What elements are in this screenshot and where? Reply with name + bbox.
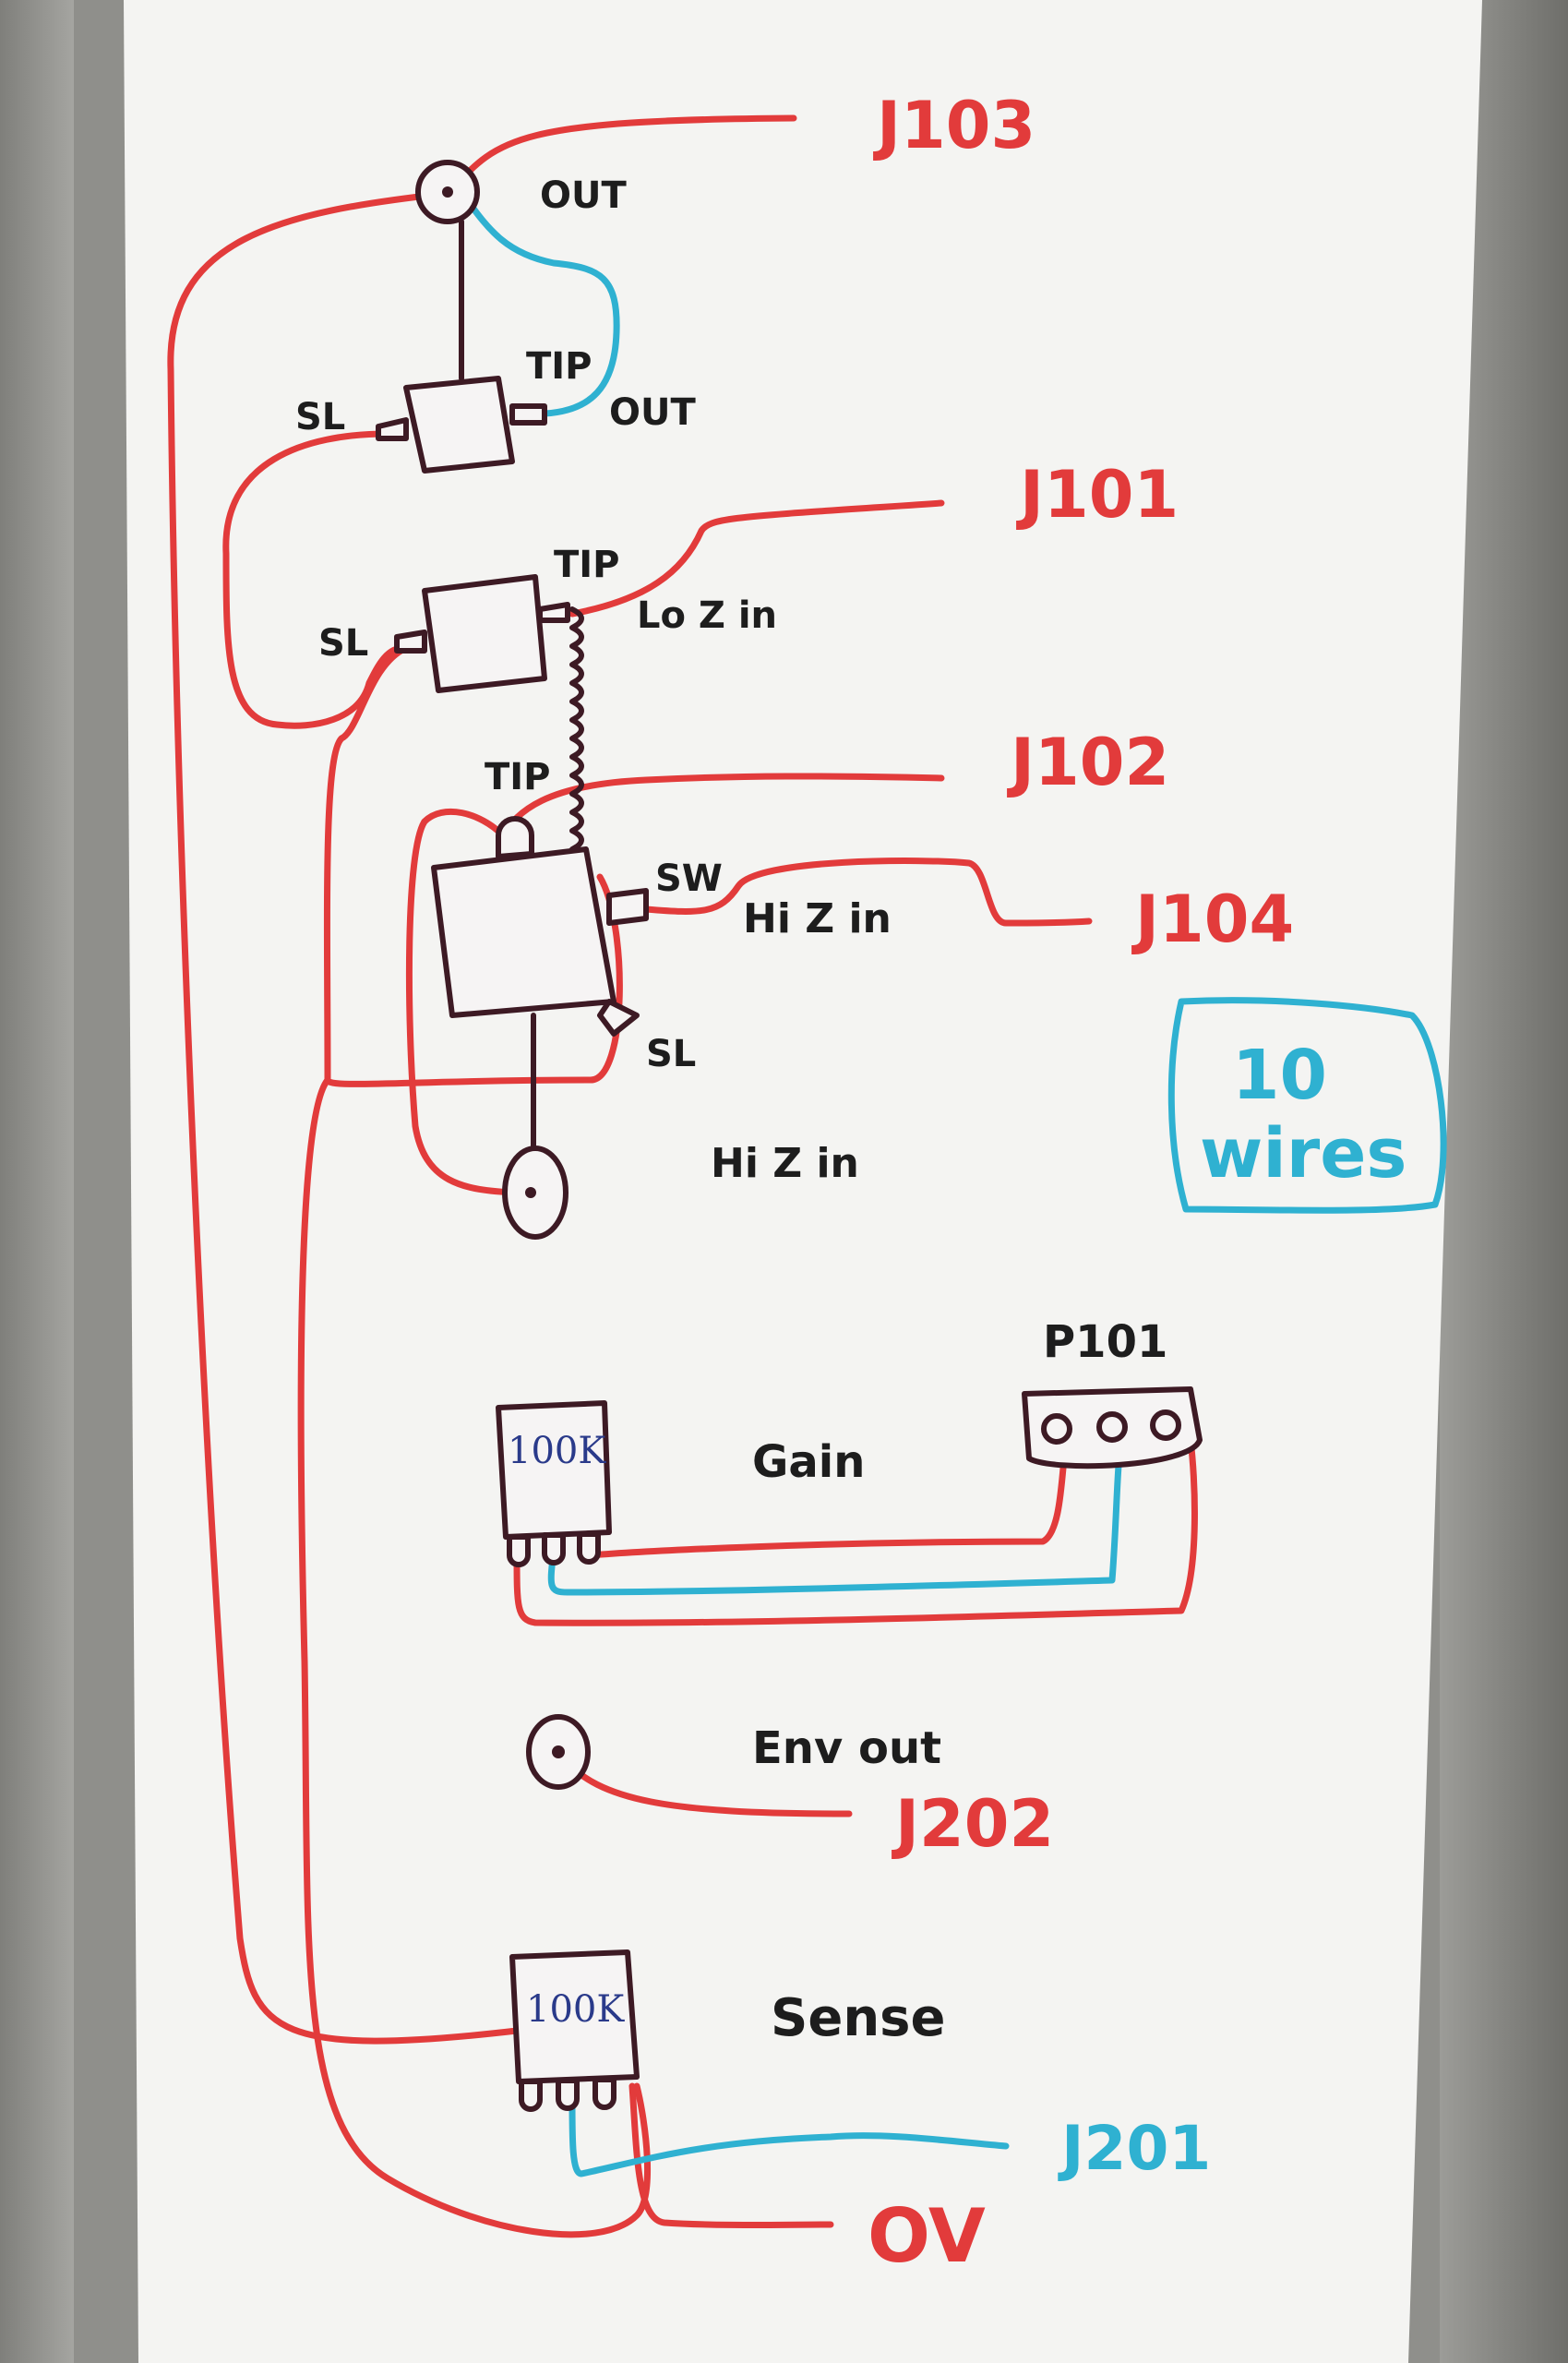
jack-1-body (403, 376, 515, 474)
label-tip-3: TIP (485, 756, 550, 798)
wire-ov (628, 2082, 834, 2228)
note-line-1: 10 (1232, 1036, 1327, 1115)
wire-sl1-loop (222, 430, 410, 729)
label-gain-value: 100K (508, 1430, 606, 1472)
label-sl-2: SL (318, 622, 368, 665)
label-hi-z-in-2: Hi Z in (711, 1140, 859, 1187)
wire-outer-loop (167, 190, 521, 2045)
wire-out-to-tip1 (462, 195, 620, 417)
pot-labels: 100K Gain 100K Sense Env out (508, 1430, 946, 2048)
blue-wires (462, 195, 1125, 2177)
wire-gain-to-p101-left (587, 1436, 1070, 1559)
label-sl-3: SL (646, 1033, 696, 1075)
wire-ground-return (297, 1076, 651, 2238)
note-line-2: wires (1200, 1114, 1406, 1193)
label-p101: P101 (1043, 1316, 1167, 1368)
wire-tip3-loop (405, 808, 521, 1196)
label-out-top: OUT (540, 174, 627, 217)
note-box (1167, 997, 1447, 1214)
label-sw: SW (655, 858, 723, 900)
wire-gain-to-p101-mid (547, 1436, 1125, 1596)
label-sense-value: 100K (526, 1988, 625, 2031)
pot-gain (496, 1400, 612, 1540)
wire-gain-to-p101-right (513, 1436, 1198, 1626)
connector-labels: J103 J101 J102 J104 P101 J202 J201 OV (868, 88, 1294, 2279)
label-j103: J103 (873, 88, 1035, 163)
label-tip-2: TIP (554, 544, 619, 586)
label-tip-1: TIP (526, 345, 592, 388)
label-ov: OV (868, 2193, 986, 2279)
jack-2-body (422, 574, 547, 693)
wire-j102 (499, 773, 945, 839)
jack-3-body (431, 846, 616, 1018)
label-j104: J104 (1131, 882, 1294, 957)
label-j201: J201 (1058, 2113, 1211, 2184)
wire-j101 (569, 499, 945, 618)
paper-card (124, 0, 1482, 2363)
wire-j201 (569, 2096, 1010, 2177)
red-wires (167, 114, 1198, 2238)
note-labels: 10 wires (1200, 1036, 1406, 1193)
label-j101: J101 (1016, 457, 1179, 533)
label-j202: J202 (892, 1786, 1054, 1862)
pin-labels: OUT TIP OUT SL TIP Lo Z in SL TIP SW Hi … (295, 174, 892, 1187)
background-left (0, 0, 74, 2363)
label-hi-z-in-1: Hi Z in (743, 895, 892, 942)
label-sl-1: SL (295, 396, 345, 438)
wire-j104 (642, 858, 1093, 927)
label-sense: Sense (771, 1988, 946, 2048)
label-out-1: OUT (609, 391, 696, 434)
label-env-out: Env out (752, 1722, 941, 1774)
label-lo-z-in: Lo Z in (637, 594, 777, 637)
label-j102: J102 (1007, 725, 1169, 800)
pot-sense (509, 1949, 640, 2084)
label-gain: Gain (752, 1436, 865, 1488)
